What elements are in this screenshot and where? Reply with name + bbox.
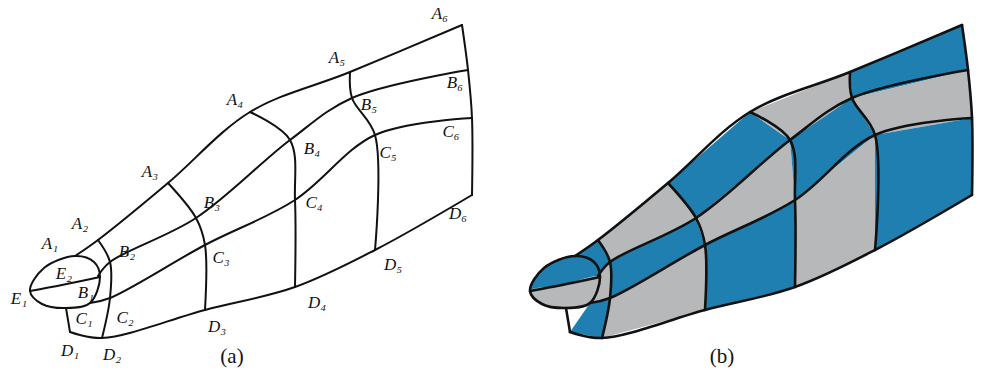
point-label: E₁	[11, 290, 27, 307]
point-label: A₃	[142, 163, 158, 180]
boundary-curve	[668, 183, 706, 310]
point-label: C₅	[379, 144, 396, 161]
point-label: B₆	[447, 74, 463, 91]
boundary-curve	[850, 72, 879, 250]
boundary-curve	[98, 70, 468, 276]
point-label: C₂	[116, 309, 133, 326]
boundary-curve	[530, 256, 600, 308]
point-label: C₃	[212, 249, 229, 266]
point-label: B₅	[361, 96, 377, 113]
point-label: B₃	[204, 194, 220, 211]
boundary-curve	[566, 308, 570, 332]
boundary-curve	[570, 195, 972, 338]
boundary-curve	[168, 183, 206, 310]
surface-patch	[875, 118, 972, 250]
point-label: B₁	[78, 284, 94, 301]
shaded-surface	[530, 25, 973, 338]
point-label: D₆	[449, 205, 467, 222]
point-label: A₁	[42, 235, 58, 252]
panel-label: (b)	[710, 346, 735, 367]
point-label: E₂	[56, 265, 72, 282]
surface-patch	[705, 200, 795, 310]
boundary-curve	[70, 195, 472, 338]
point-label: D₅	[384, 256, 402, 273]
point-label: D₄	[308, 294, 326, 311]
boundary-curve	[66, 308, 70, 332]
boundary-curve	[750, 112, 795, 287]
point-label: C₁	[75, 310, 92, 327]
boundary-curve	[350, 72, 379, 250]
point-label: D₁	[61, 342, 79, 359]
boundary-curve	[98, 240, 111, 338]
point-label: D₃	[208, 318, 226, 335]
boundary-curve	[598, 70, 968, 276]
point-label: D₂	[103, 346, 121, 363]
boundary-curve	[962, 25, 972, 195]
wireframe	[30, 25, 472, 338]
point-label: C₆	[442, 123, 459, 140]
point-label: A₂	[72, 215, 88, 232]
boundary-curve	[598, 240, 611, 338]
boundary-curve	[30, 256, 100, 308]
point-label: B₄	[304, 140, 320, 157]
point-label: A₆	[432, 5, 448, 22]
boundary-curve	[90, 118, 472, 303]
surface-patch	[602, 245, 705, 338]
point-label: A₅	[329, 49, 345, 66]
point-label: B₂	[119, 243, 135, 260]
boundary-curve	[250, 112, 295, 287]
nose-patch	[530, 256, 600, 308]
surface-patch	[795, 135, 875, 287]
boundary-curve	[75, 25, 462, 256]
panel-label: (a)	[220, 346, 243, 367]
boundary-curve	[575, 25, 962, 256]
boundary-curve	[590, 118, 972, 303]
point-label: A₄	[227, 91, 243, 108]
boundary-curve	[530, 277, 600, 291]
point-label: C₄	[305, 194, 322, 211]
boundary-curve	[462, 25, 472, 195]
